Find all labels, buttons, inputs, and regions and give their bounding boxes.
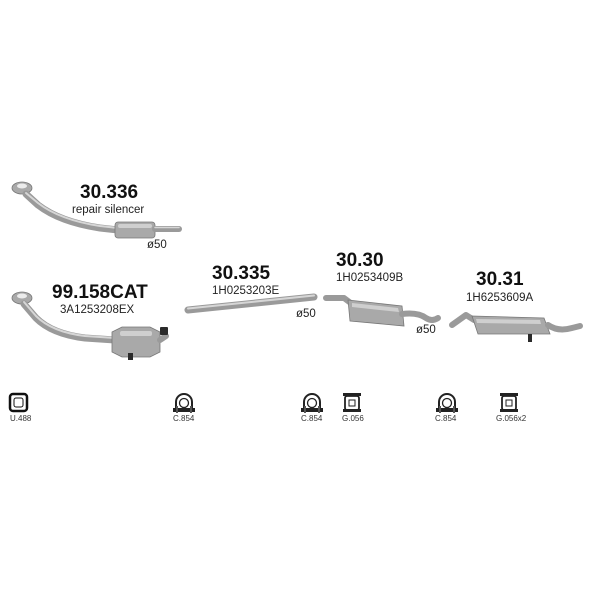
hardware-label: C.854 (435, 414, 457, 423)
hardware-c854-1[interactable]: C.854 (173, 393, 195, 423)
part-number: 99.158CAT (52, 282, 148, 303)
intermediate-pipe-icon (184, 293, 318, 314)
part-number: 30.30 (336, 250, 384, 271)
catalytic-converter-icon (11, 291, 169, 360)
part-description: repair silencer (72, 204, 144, 216)
part-description: 1H0253203E (212, 285, 279, 297)
hardware-u488[interactable]: U.488 (8, 392, 32, 423)
part-description: 1H0253409B (336, 272, 403, 284)
part-description: 1H6253609A (466, 292, 533, 304)
pipe-diameter: ø50 (416, 324, 436, 336)
hardware-label: C.854 (301, 414, 323, 423)
part-30-30[interactable]: 30.30 1H0253409B ø50 (323, 250, 441, 336)
gasket-ring-icon (8, 392, 29, 413)
hardware-c854-3[interactable]: C.854 (435, 393, 458, 423)
clamp-icon (301, 393, 323, 413)
hardware-label: G.056x2 (496, 414, 527, 423)
hardware-label: G.056 (342, 414, 364, 423)
hardware-g056[interactable]: G.056 (342, 393, 364, 423)
part-99-158cat[interactable]: 99.158CAT 3A1253208EX (11, 282, 169, 360)
pipe-diameter: ø50 (147, 239, 167, 251)
repair-silencer-pipe-icon (11, 181, 182, 239)
part-number: 30.31 (476, 269, 524, 290)
clamp-icon (173, 393, 195, 413)
pipe-diameter: ø50 (296, 308, 316, 320)
hardware-c854-2[interactable]: C.854 (301, 393, 323, 423)
part-number: 30.335 (212, 263, 271, 284)
hardware-g056x2[interactable]: G.056x2 (496, 393, 527, 423)
middle-silencer-icon (323, 295, 441, 327)
part-30-336[interactable]: 30.336 repair silencer ø50 (11, 181, 182, 251)
part-description: 3A1253208EX (60, 304, 135, 316)
part-30-31[interactable]: 30.31 1H6253609A (449, 269, 583, 342)
part-number: 30.336 (80, 182, 138, 203)
hardware-label: U.488 (10, 414, 32, 423)
hardware-label: C.854 (173, 414, 195, 423)
rubber-hanger-icon (500, 393, 518, 412)
rubber-hanger-icon (343, 393, 361, 412)
clamp-icon (436, 393, 458, 413)
part-30-335[interactable]: 30.335 1H0253203E ø50 (184, 263, 318, 320)
rear-silencer-icon (449, 312, 583, 342)
